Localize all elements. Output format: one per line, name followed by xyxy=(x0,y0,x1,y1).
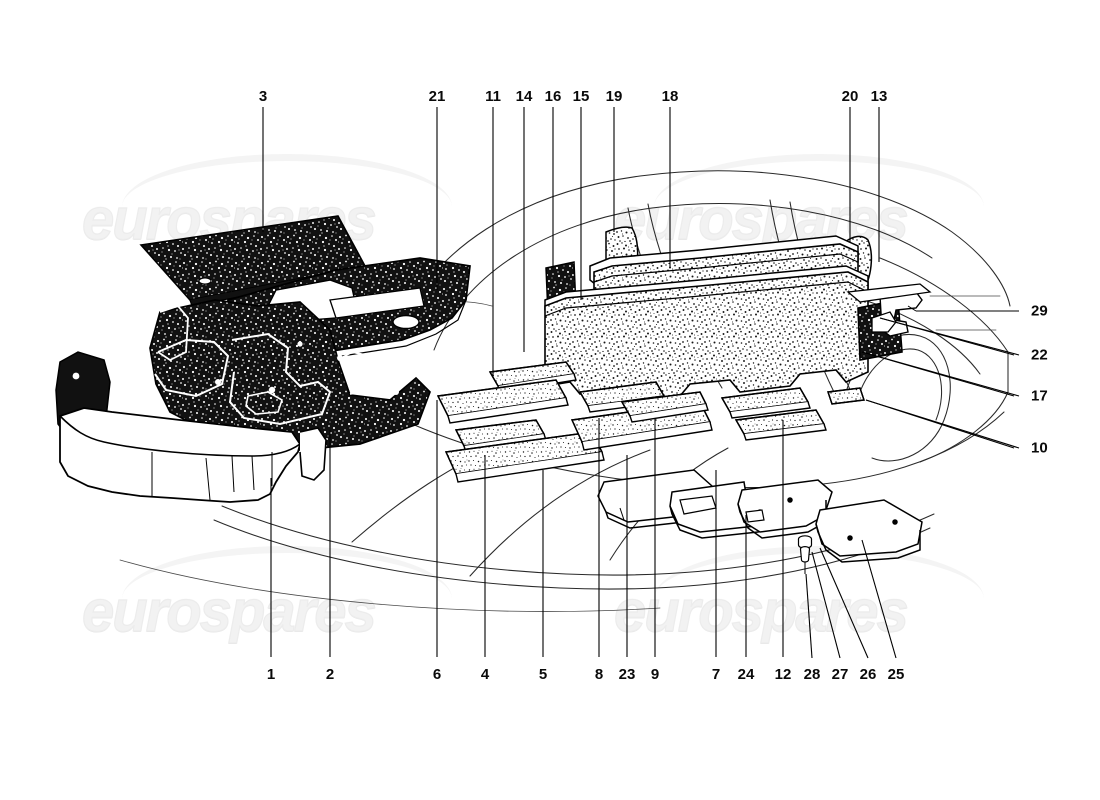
callout-number-26: 26 xyxy=(859,666,877,683)
callout-number-15: 15 xyxy=(572,88,590,105)
callout-number-21: 21 xyxy=(428,88,446,105)
callout-number-23: 23 xyxy=(618,666,636,683)
callout-leaders-fan xyxy=(805,539,897,659)
callout-leaders-right xyxy=(861,310,1020,449)
callout-number-14: 14 xyxy=(515,88,533,105)
callout-leaders-bottom xyxy=(270,400,784,657)
callout-number-11: 11 xyxy=(485,88,501,105)
leader-line-22 xyxy=(879,317,1020,356)
part-2-floor-tunnel-insulation xyxy=(149,299,431,451)
callout-number-10: 10 xyxy=(1031,439,1048,457)
callout-number-18: 18 xyxy=(661,88,679,105)
callout-number-3: 3 xyxy=(258,88,268,105)
callout-number-27: 27 xyxy=(831,666,849,683)
callout-number-9: 9 xyxy=(650,666,660,683)
callout-number-29: 29 xyxy=(1031,302,1048,320)
callout-number-12: 12 xyxy=(774,666,792,683)
floor-mat-strip-group xyxy=(436,361,865,483)
callout-number-13: 13 xyxy=(870,88,888,105)
callout-number-19: 19 xyxy=(605,88,623,105)
callout-number-24: 24 xyxy=(737,666,755,683)
lower-plain-panel-group xyxy=(597,469,923,563)
callout-number-20: 20 xyxy=(841,88,859,105)
callout-number-8: 8 xyxy=(594,666,604,683)
callout-number-16: 16 xyxy=(544,88,562,105)
callout-leaders-top xyxy=(262,107,880,378)
callout-number-7: 7 xyxy=(711,666,721,683)
callout-number-25: 25 xyxy=(887,666,905,683)
callout-number-17: 17 xyxy=(1031,387,1048,405)
callout-number-28: 28 xyxy=(803,666,821,683)
callout-number-5: 5 xyxy=(538,666,548,683)
callout-number-22: 22 xyxy=(1031,346,1048,364)
leader-line-17 xyxy=(861,351,1020,397)
part-28-fastener-rivet xyxy=(797,535,813,574)
callout-number-1: 1 xyxy=(266,666,276,683)
callout-number-2: 2 xyxy=(325,666,335,683)
leader-line-10 xyxy=(865,399,1020,449)
callout-number-4: 4 xyxy=(480,666,490,683)
part-13-rear-panel-pad xyxy=(846,283,932,361)
part-1-front-bulkhead-pad xyxy=(55,351,327,503)
callout-number-6: 6 xyxy=(432,666,442,683)
